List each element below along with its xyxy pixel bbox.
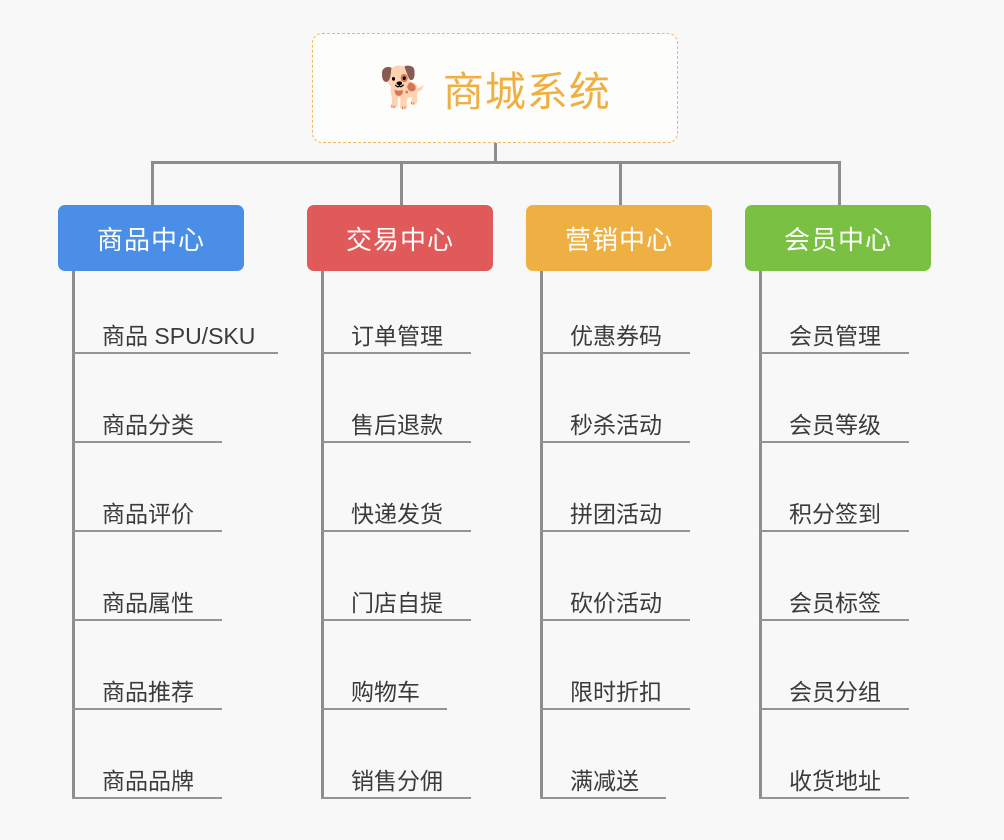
leaf-item-label: 积分签到: [789, 500, 881, 527]
leaf-item[interactable]: 收货地址: [759, 759, 909, 799]
branch-trunk-member-center: [759, 271, 762, 799]
leaf-item-label: 商品推荐: [102, 678, 194, 705]
branch-trunk-trade-center: [321, 271, 324, 799]
branch-header-member-center[interactable]: 会员中心: [745, 205, 931, 271]
branch-header-label: 会员中心: [783, 224, 892, 255]
branch-trunk-product-center: [72, 271, 75, 799]
leaf-item[interactable]: 商品评价: [72, 492, 222, 532]
leaf-item-label: 砍价活动: [570, 589, 662, 616]
leaf-item[interactable]: 会员等级: [759, 403, 909, 443]
leaf-item-label: 满减送: [570, 767, 639, 794]
connector-horizontal-bus: [151, 161, 841, 164]
leaf-item-label: 会员标签: [789, 589, 881, 616]
leaf-item[interactable]: 优惠券码: [540, 314, 690, 354]
leaf-item[interactable]: 秒杀活动: [540, 403, 690, 443]
branch-header-label: 营销中心: [564, 224, 673, 255]
leaf-item-label: 商品分类: [102, 411, 194, 438]
leaf-item-label: 会员等级: [789, 411, 881, 438]
leaf-item[interactable]: 满减送: [540, 759, 666, 799]
leaf-item-label: 商品评价: [102, 500, 194, 527]
leaf-item[interactable]: 商品属性: [72, 581, 222, 621]
leaf-item[interactable]: 门店自提: [321, 581, 471, 621]
leaf-item[interactable]: 销售分佣: [321, 759, 471, 799]
connector-drop-trade-center: [400, 161, 403, 207]
leaf-item[interactable]: 售后退款: [321, 403, 471, 443]
leaf-item-label: 购物车: [351, 678, 420, 705]
leaf-item-label: 售后退款: [351, 411, 443, 438]
root-node-shop-system[interactable]: 🐕 商城系统: [312, 33, 678, 143]
connector-drop-marketing-center: [619, 161, 622, 207]
leaf-item[interactable]: 会员管理: [759, 314, 909, 354]
branch-header-label: 商品中心: [96, 224, 205, 255]
connector-drop-product-center: [151, 161, 154, 207]
leaf-item[interactable]: 商品推荐: [72, 670, 222, 710]
branch-trunk-marketing-center: [540, 271, 543, 799]
leaf-item[interactable]: 限时折扣: [540, 670, 690, 710]
branch-header-label: 交易中心: [345, 224, 454, 255]
leaf-item-label: 优惠券码: [570, 322, 662, 349]
leaf-item[interactable]: 拼团活动: [540, 492, 690, 532]
leaf-item-label: 拼团活动: [570, 500, 662, 527]
leaf-item-label: 会员分组: [789, 678, 881, 705]
leaf-item-label: 收货地址: [789, 767, 881, 794]
root-node-title: 商城系统: [442, 69, 611, 115]
leaf-item-label: 商品属性: [102, 589, 194, 616]
leaf-item[interactable]: 会员标签: [759, 581, 909, 621]
leaf-item[interactable]: 商品 SPU/SKU: [72, 314, 278, 354]
leaf-item-label: 销售分佣: [351, 767, 443, 794]
leaf-item-label: 会员管理: [789, 322, 881, 349]
shiba-dog-face-icon: 🐕: [379, 66, 429, 110]
leaf-item[interactable]: 会员分组: [759, 670, 909, 710]
leaf-item[interactable]: 快递发货: [321, 492, 471, 532]
leaf-item-label: 秒杀活动: [570, 411, 662, 438]
leaf-item[interactable]: 积分签到: [759, 492, 909, 532]
leaf-item[interactable]: 砍价活动: [540, 581, 690, 621]
leaf-item[interactable]: 商品分类: [72, 403, 222, 443]
branch-header-product-center[interactable]: 商品中心: [58, 205, 244, 271]
branch-header-marketing-center[interactable]: 营销中心: [526, 205, 712, 271]
branch-header-trade-center[interactable]: 交易中心: [307, 205, 493, 271]
leaf-item-label: 限时折扣: [570, 678, 662, 705]
connector-root-stem: [494, 143, 497, 164]
leaf-item[interactable]: 商品品牌: [72, 759, 222, 799]
leaf-item[interactable]: 购物车: [321, 670, 447, 710]
leaf-item[interactable]: 订单管理: [321, 314, 471, 354]
leaf-item-label: 商品 SPU/SKU: [102, 322, 256, 349]
leaf-item-label: 订单管理: [351, 322, 443, 349]
leaf-item-label: 商品品牌: [102, 767, 194, 794]
leaf-item-label: 门店自提: [351, 589, 443, 616]
leaf-item-label: 快递发货: [351, 500, 443, 527]
connector-drop-member-center: [838, 161, 841, 207]
